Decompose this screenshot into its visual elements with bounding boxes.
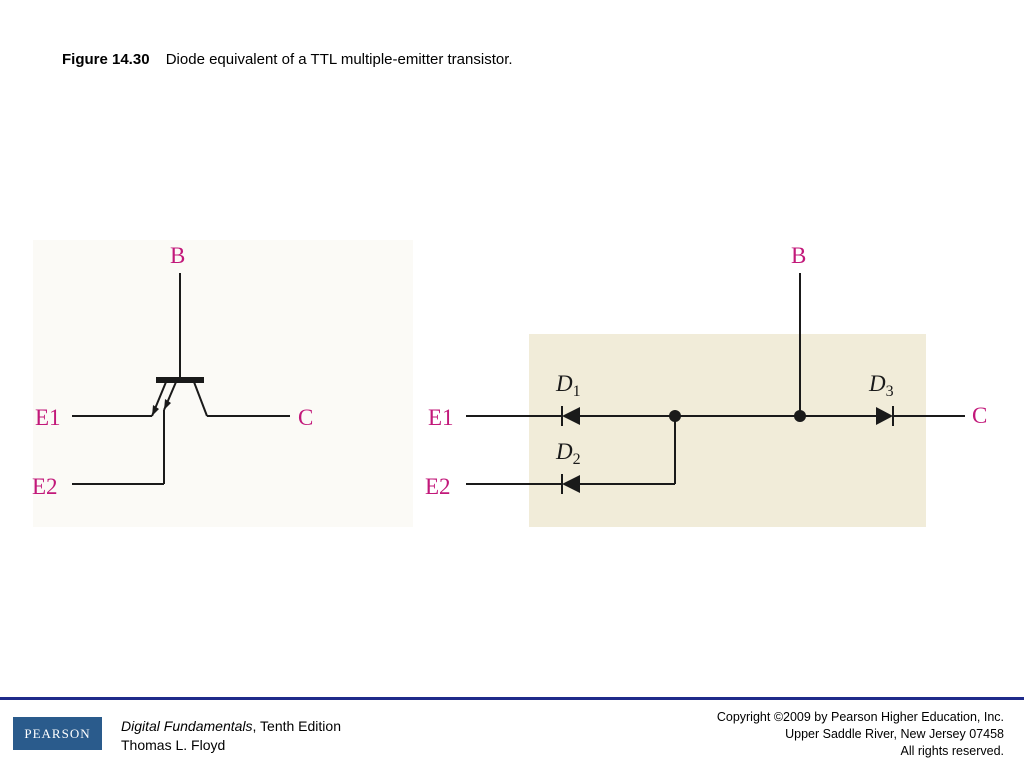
emitter2-arrow-icon [164, 399, 171, 410]
diode-d2-icon [562, 475, 580, 493]
diode-d1-icon [562, 407, 580, 425]
diode-d3 [876, 406, 894, 426]
left-collector-label: C [298, 405, 313, 430]
collector-lead-diagonal [193, 381, 208, 417]
circuit-diagram: B E1 E2 C B E1 E2 C D1 D2 D3 [32, 240, 988, 527]
figure-title: Diode equivalent of a TTL multiple-emitt… [165, 51, 513, 68]
junction-dot-left [669, 410, 681, 422]
left-base-label: B [170, 243, 185, 268]
diode-d1-label: D1 [555, 371, 581, 400]
diode-d2 [561, 474, 580, 494]
diode-d1 [561, 406, 580, 426]
diode-d2-label: D2 [555, 439, 581, 468]
figure-number: Figure 14.30 [62, 51, 150, 68]
diode-equivalent-box [529, 334, 926, 527]
right-emitter2-label: E2 [425, 474, 451, 499]
right-base-label: B [791, 243, 806, 268]
copyright-line-3: All rights reserved. [900, 744, 1004, 758]
right-emitter1-label: E1 [428, 405, 454, 430]
book-title: Digital Fundamentals [121, 718, 253, 734]
footer-rule [0, 697, 1024, 700]
junction-dot-base [794, 410, 806, 422]
book-title-line: Digital Fundamentals, Tenth Edition [121, 717, 341, 736]
copyright-line-2: Upper Saddle River, New Jersey 07458 [785, 727, 1004, 741]
emitter1-arrow-icon [152, 405, 159, 416]
figure-caption: Figure 14.30 Diode equivalent of a TTL m… [62, 51, 513, 68]
book-author: Thomas L. Floyd [121, 737, 226, 753]
left-emitter1-label: E1 [35, 405, 61, 430]
diode-d3-label: D3 [868, 371, 894, 400]
diode-d3-icon [876, 407, 893, 425]
book-edition: , Tenth Edition [252, 718, 341, 734]
copyright-notice: Copyright ©2009 by Pearson Higher Educat… [717, 709, 1004, 760]
diode-network-wires [466, 273, 965, 485]
right-collector-label: C [972, 403, 987, 428]
book-info: Digital Fundamentals, Tenth Edition Thom… [121, 717, 341, 755]
pearson-logo: PEARSON [13, 717, 102, 750]
left-emitter2-label: E2 [32, 474, 58, 499]
left-diagram-background [33, 240, 413, 527]
copyright-line-1: Copyright ©2009 by Pearson Higher Educat… [716, 710, 1004, 724]
